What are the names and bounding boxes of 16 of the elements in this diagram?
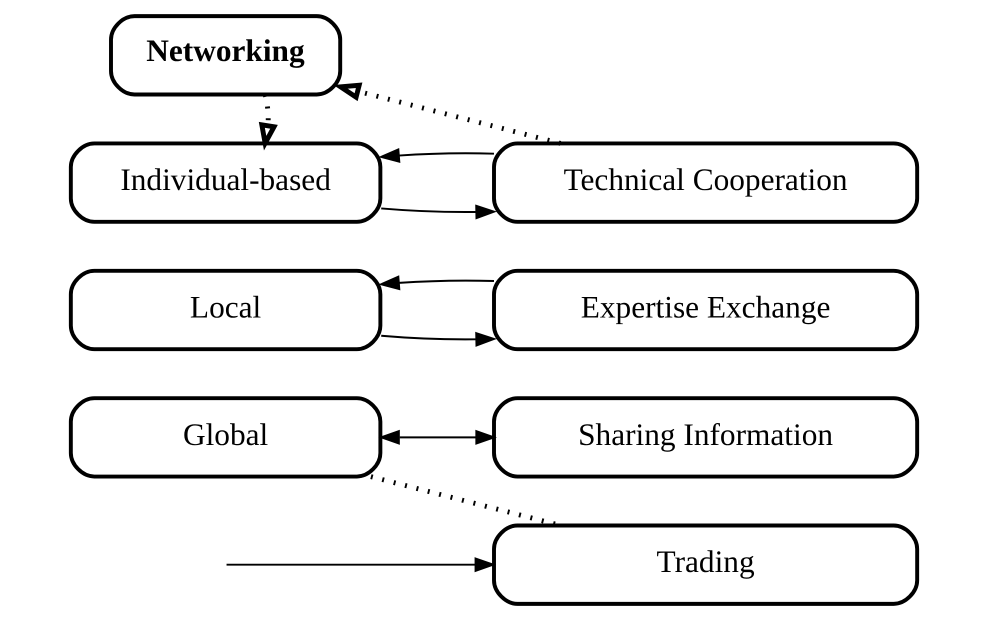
arrow: [332, 82, 561, 146]
arrow: [380, 332, 496, 347]
arrow: [378, 275, 494, 290]
arrow: [378, 430, 496, 445]
node-box: Technical Cooperation: [492, 142, 919, 224]
arrow: [258, 94, 278, 151]
node-box: Trading: [492, 524, 919, 606]
arrow: [226, 557, 496, 572]
node-box: Local: [68, 268, 382, 352]
node-box: Expertise Exchange: [492, 268, 919, 352]
arrow: [378, 148, 494, 163]
arrow: [380, 204, 496, 220]
node-box: Networking: [108, 14, 342, 96]
node-box: Sharing Information: [492, 396, 919, 478]
node-box: Individual-based: [68, 142, 382, 224]
node-box: Global: [68, 396, 382, 478]
